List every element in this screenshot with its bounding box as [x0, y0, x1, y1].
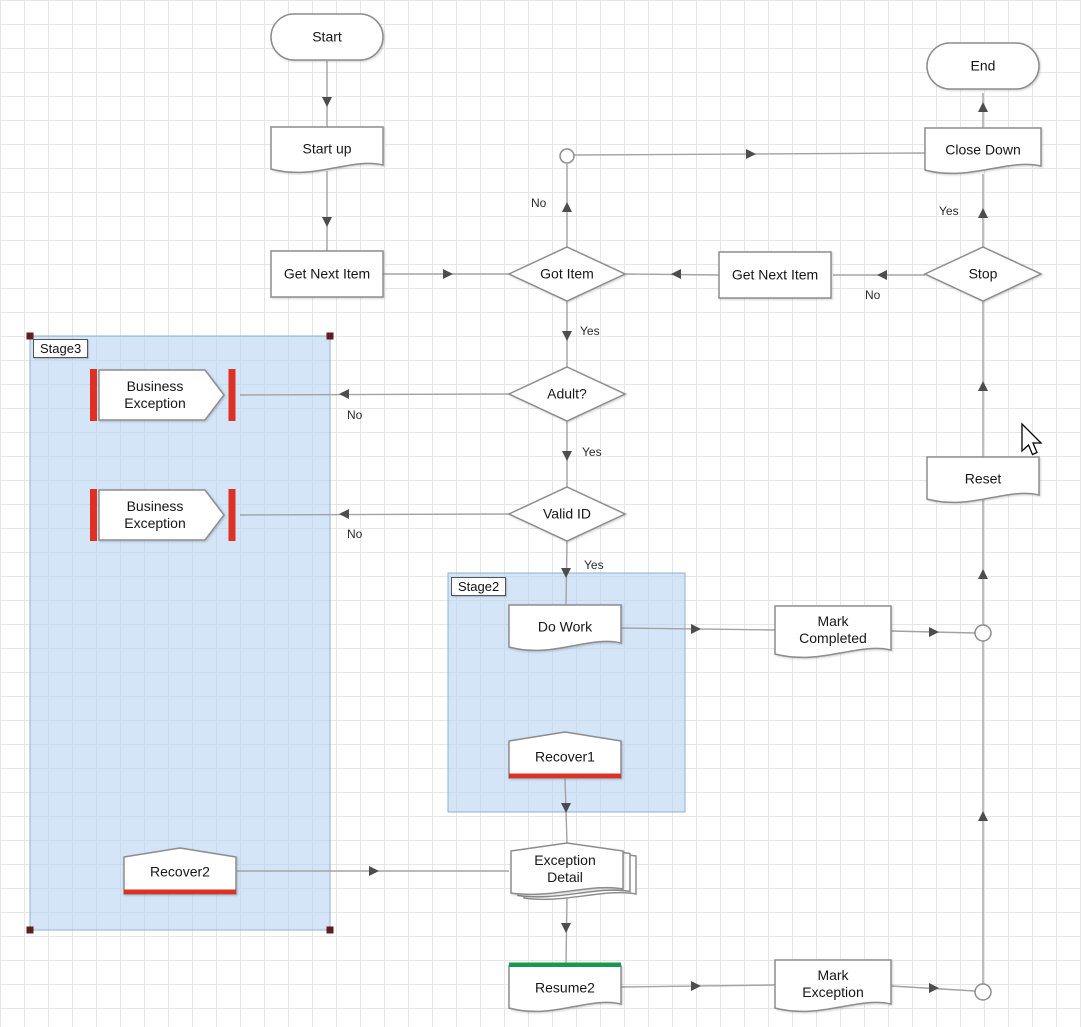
node-reset-shape[interactable] [926, 456, 1040, 504]
exception-left-bar [90, 369, 97, 421]
selection-handle-bottom-right[interactable] [326, 926, 334, 934]
selection-handle-top-right[interactable] [326, 332, 334, 340]
node-exception-detail-shape[interactable] [510, 842, 637, 901]
node-mark-exception-shape[interactable] [774, 959, 892, 1013]
recover-red-underline [124, 889, 236, 894]
exception-left-bar [90, 489, 97, 541]
link-anchor-right-middle[interactable] [974, 624, 992, 642]
mouse-cursor-icon [1021, 422, 1043, 456]
recover-red-underline [509, 773, 621, 778]
stage3-region[interactable] [29, 335, 331, 931]
connector-validid-no-businessexception2 [239, 513, 510, 516]
node-business-exception-2-shape[interactable] [90, 489, 236, 541]
node-start-shape[interactable] [270, 13, 384, 61]
selection-handle-bottom-left[interactable] [26, 926, 34, 934]
stage3-selection-handles[interactable] [26, 332, 334, 934]
node-valid-id-shape[interactable] [507, 486, 627, 542]
node-got-item-shape[interactable] [507, 246, 627, 302]
stage3-label[interactable]: Stage3 [33, 339, 89, 358]
node-recover2-shape[interactable] [123, 847, 237, 895]
connector-arrowheads [322, 97, 988, 993]
node-close-down-shape[interactable] [924, 127, 1042, 175]
node-get-next-item-left-shape[interactable] [270, 250, 384, 298]
node-business-exception-1-shape[interactable] [90, 369, 236, 421]
exception-right-bar [228, 369, 236, 421]
resume-green-topline [509, 962, 621, 967]
node-start-up-shape[interactable] [270, 126, 384, 174]
link-anchor-right-bottom[interactable] [974, 983, 992, 1001]
connector-adult-no-businessexception1 [239, 393, 510, 396]
stage2-label[interactable]: Stage2 [451, 577, 507, 596]
link-anchor-top[interactable] [559, 148, 575, 164]
node-recover1-shape[interactable] [508, 731, 622, 779]
node-end-shape[interactable] [926, 42, 1040, 90]
node-stop-shape[interactable] [923, 246, 1043, 302]
node-resume2-shape[interactable] [508, 962, 622, 1013]
node-get-next-item-right-shape[interactable] [718, 251, 832, 299]
selection-handle-top-left[interactable] [26, 332, 34, 340]
node-do-work-shape[interactable] [508, 604, 622, 652]
node-mark-completed-shape[interactable] [774, 605, 892, 659]
node-adult-shape[interactable] [507, 366, 627, 422]
exception-right-bar [228, 489, 236, 541]
